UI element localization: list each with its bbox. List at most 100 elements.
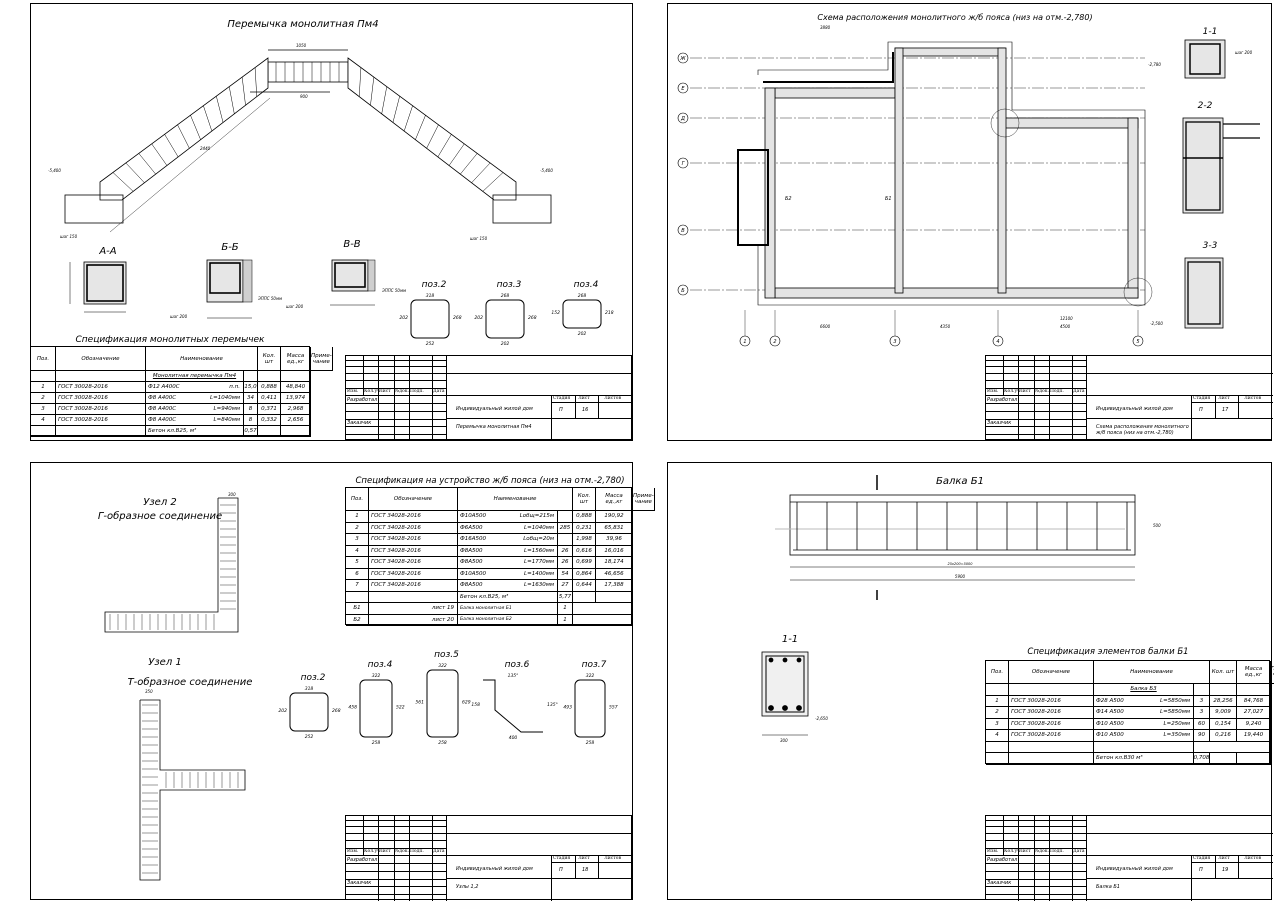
lintel-top-beam	[267, 61, 349, 83]
title-block-line	[346, 434, 446, 435]
title-block-header: Кол.уч	[1004, 389, 1021, 394]
insulation-label: ЭППС 50мм	[381, 288, 406, 293]
dim-label: 1050	[296, 43, 307, 48]
spec-qty-cell-text: 15,0	[244, 384, 257, 390]
spec-empty-cell	[258, 371, 281, 382]
spec-designation-cell-text: ГОСТ 30028-2016	[58, 417, 108, 423]
stirrup	[151, 143, 168, 166]
spec-name-cell: Балка монолитная Б2	[458, 614, 558, 626]
sheet-19-frame	[667, 462, 1272, 900]
title-block-line	[378, 395, 379, 441]
rebar-dim-right: 522	[396, 705, 405, 711]
spec-length-text: L=350мм	[1163, 732, 1190, 739]
stirrup	[203, 105, 213, 132]
project-name: Индивидуальный жилой дом	[1096, 866, 1173, 872]
spec-mass-cell-text: 0,154	[1215, 720, 1231, 727]
rebar-label: поз.5	[434, 650, 459, 660]
sheet-16-frame	[30, 3, 633, 441]
spec-header-cell: Обозначение	[369, 488, 458, 511]
step-label: шаг 200	[170, 314, 188, 319]
spec-pos-cell: 1	[986, 695, 1009, 707]
spec-note-cell-text: 84,768	[1243, 697, 1264, 704]
title-block-line	[598, 395, 599, 418]
spec-note-cell-text: 46,656	[604, 570, 624, 577]
title-block-line	[986, 855, 1086, 856]
sheet-header: Лист	[578, 396, 590, 401]
spec-header-cell-text: Кол. шт	[577, 493, 591, 505]
spec-qty-cell: 285	[558, 522, 573, 534]
title-block-line	[986, 894, 1086, 895]
rebar-dim-left: 202	[278, 708, 287, 714]
spec-pos-cell-text: 1	[41, 384, 45, 390]
axis-bubble	[677, 284, 689, 296]
spec-designation-cell: ГОСТ 30028-2016	[56, 393, 146, 404]
spec-note-cell: 190,92	[596, 511, 633, 523]
spec-mass-cell-text: 28,256	[1213, 697, 1233, 704]
spec-note-cell-text: 2,968	[287, 406, 304, 412]
spec-note-cell-text: 18,174	[604, 559, 624, 566]
title-block-line	[1086, 356, 1087, 441]
rebar-label: поз.4	[368, 660, 393, 670]
section-label: 1-1	[1203, 27, 1218, 37]
spec-length-text: L=840мм	[213, 417, 240, 423]
title-block-line	[394, 855, 395, 901]
title-block-header: Подп.	[1050, 389, 1064, 394]
spec-pos-cell-text: 6	[355, 570, 359, 577]
title-block-line	[346, 388, 446, 389]
spec-designation-cell-text: ГОСТ 30028-2016	[58, 395, 108, 401]
title-block-header: Подп.	[1050, 849, 1064, 854]
spec-qty-cell: 8	[244, 404, 258, 415]
sheet-number: 17	[1222, 407, 1229, 413]
spec-header-cell-text: Масса ед.,кг	[605, 493, 623, 505]
rebar-shape	[359, 679, 393, 738]
spec-mass-cell-text: 0,644	[576, 582, 592, 589]
customer-label: Заказчик	[347, 880, 372, 886]
spec-empty-cell	[1237, 684, 1271, 696]
title-block-header: №док.	[395, 849, 409, 854]
rebar-dim-bottom: 258	[586, 740, 595, 746]
spec-note-cell: 13,974	[281, 393, 311, 404]
spec-name-cell-text: Ф6А500	[460, 524, 483, 531]
spec-qty-cell: 26	[558, 557, 573, 569]
axis-bubble	[889, 335, 901, 347]
spec-note-cell-text: 39,96	[606, 536, 622, 543]
spec-note-cell-text: 65,831	[604, 524, 624, 531]
spec-name-cell-text: Ф16А500	[460, 536, 486, 543]
spec-sheet-ref-cell-text: лист 19	[431, 605, 454, 612]
sheets-header: Листов	[604, 396, 622, 401]
spec-designation-cell-text: ГОСТ 34028-2016	[371, 582, 421, 589]
spec-length-text: L=5850мм	[1160, 709, 1190, 716]
spec-mass-cell: 0,616	[573, 545, 596, 557]
stage-value: П	[1199, 407, 1203, 413]
spec-name-cell-text: Балка монолитная Б2	[460, 617, 512, 623]
spec-empty-cell	[346, 591, 369, 603]
axis-row-label: Ж	[679, 56, 686, 62]
title-block-header: Дата	[1073, 849, 1085, 854]
rebar-dim-top: 322	[372, 673, 381, 679]
stirrup	[125, 162, 145, 183]
spec-pos-cell: 1	[346, 511, 369, 523]
spec-header-cell-text: Масса ед.,кг	[1244, 666, 1263, 678]
spec-qty-cell-text: 285	[559, 524, 571, 531]
node-2-subtitle: Г-образное соединение	[98, 510, 222, 522]
rebar-label: поз.4	[574, 280, 599, 290]
title-block-line	[378, 816, 379, 855]
spec-designation-cell: ГОСТ 34028-2016	[369, 557, 458, 569]
spec-length-text: Lобщ=20м	[523, 536, 554, 543]
spec-header-cell: Наименование	[458, 488, 573, 511]
stirrup	[164, 134, 179, 158]
spec-note-cell-text: 2,656	[287, 417, 304, 423]
spec-note-cell: 46,656	[596, 568, 633, 580]
axis-col-label: 2	[773, 339, 776, 345]
title-block-line	[1034, 395, 1035, 441]
spec-header-cell: Поз.	[31, 347, 56, 371]
spec-name-cell-text: Ф10 А500	[1096, 732, 1124, 739]
axis-bubble	[677, 52, 689, 64]
stirrup	[448, 143, 465, 166]
title-block-line	[986, 360, 1086, 361]
rebar-label: поз.7	[582, 660, 607, 670]
dim-label: 25х200=5000	[947, 562, 973, 566]
